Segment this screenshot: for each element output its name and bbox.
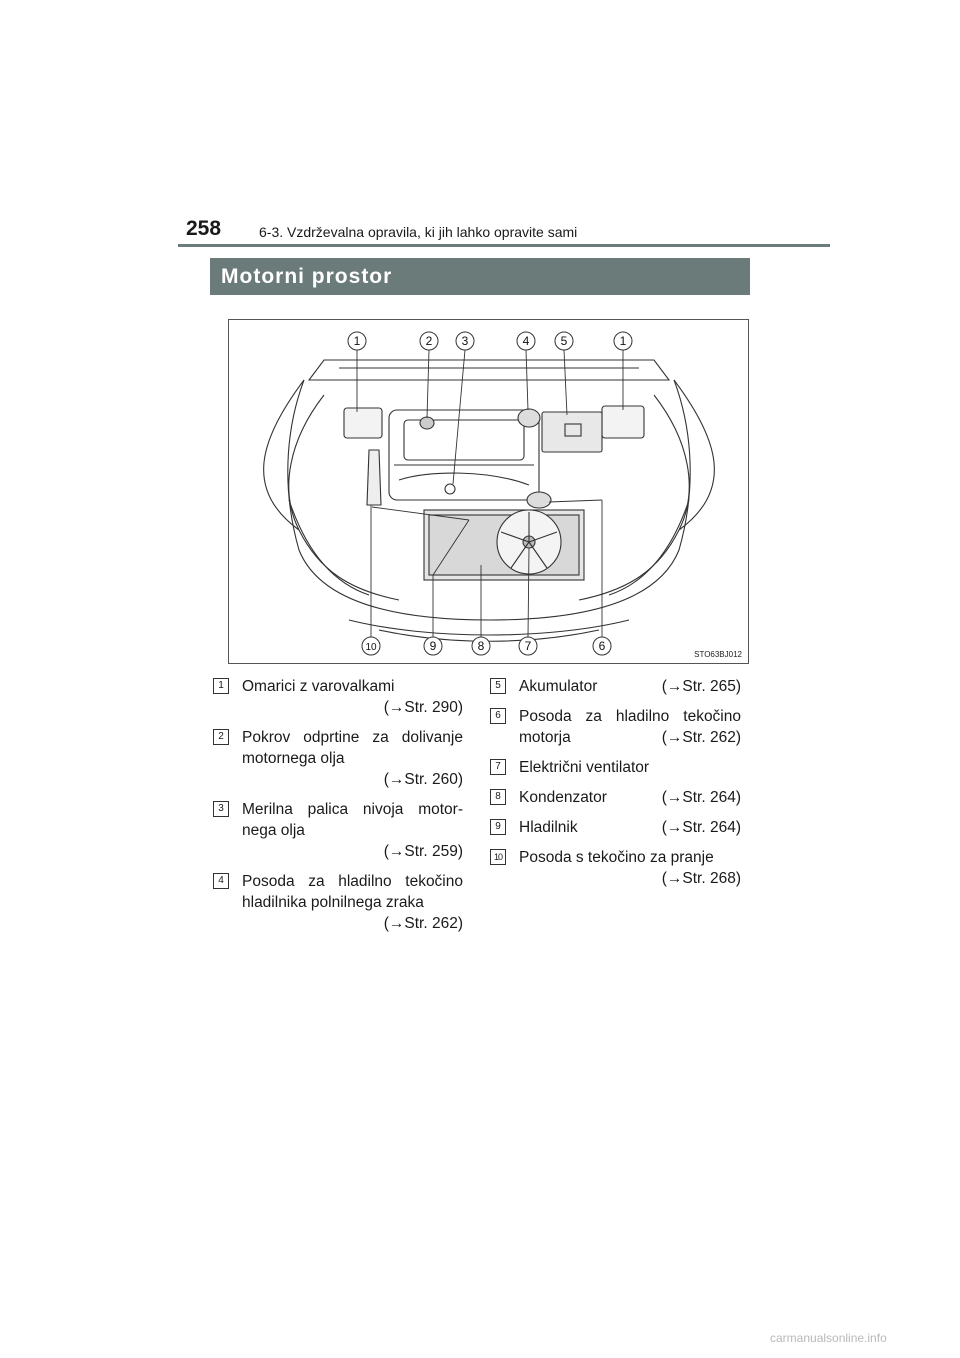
callout-top-1b: 1	[620, 334, 627, 348]
legend-item-4: 4 Posoda za hladilno tekočino hladilnika…	[213, 871, 463, 934]
legend-item-9: 9 Hladilnik (→Str. 264)	[490, 817, 741, 838]
legend-number: 6	[490, 708, 506, 724]
legend-item-7: 7 Električni ventilator	[490, 757, 741, 778]
engine-illustration: 1 2 3 4 5 1 10 9 8 7 6	[263, 331, 715, 656]
callout-top-4: 4	[523, 334, 530, 348]
callout-bottom-10: 10	[365, 642, 377, 653]
callout-top-5: 5	[561, 334, 568, 348]
legend-number: 8	[490, 789, 506, 805]
page-reference: (→Str. 260)	[383, 771, 463, 788]
figure-code: STO63BJ012	[694, 650, 742, 659]
legend-label: Električni ventilator	[519, 759, 650, 776]
legend-number: 2	[213, 729, 229, 745]
legend-number: 7	[490, 759, 506, 775]
callout-top-2: 2	[426, 334, 433, 348]
legend-label: Posoda za hladilno tekočino hladilnika p…	[242, 873, 463, 911]
running-head: 6-3. Vzdrževalna opravila, ki jih lahko …	[259, 224, 578, 240]
page-reference: (→Str. 262)	[661, 729, 741, 746]
callout-bottom-8: 8	[478, 639, 485, 653]
legend-item-8: 8 Kondenzator (→Str. 264)	[490, 787, 741, 808]
watermark: carmanualsonline.info	[770, 1331, 887, 1345]
legend-number: 5	[490, 678, 506, 694]
legend-item-3: 3 Merilna palica nivoja motor- nega olja…	[213, 799, 463, 862]
header-rule	[178, 244, 830, 247]
page-reference: (→Str. 268)	[661, 870, 741, 887]
legend-left-column: 1 Omarici z varovalkami (→Str. 290) 2 Po…	[213, 676, 463, 943]
legend-right-column: 5 Akumulator (→Str. 265) 6 Posoda za hla…	[490, 676, 741, 898]
page-reference: (→Str. 290)	[383, 699, 463, 716]
legend-number: 3	[213, 801, 229, 817]
callout-top-1: 1	[354, 334, 361, 348]
page-reference: (→Str. 264)	[661, 789, 741, 806]
legend-number: 4	[213, 873, 229, 889]
legend-label: Merilna palica nivoja motor- nega olja	[242, 801, 463, 839]
page-number: 258	[186, 217, 222, 240]
callout-bottom-6: 6	[599, 639, 606, 653]
page-reference: (→Str. 265)	[661, 678, 741, 695]
callout-top-3: 3	[462, 334, 469, 348]
legend-number: 9	[490, 819, 506, 835]
legend-label: Posoda s tekočino za pranje	[519, 849, 714, 866]
legend-label: Hladilnik	[519, 819, 578, 836]
page-reference: (→Str. 262)	[383, 915, 463, 932]
legend-label: Posoda za hladilno tekočino motorja	[519, 708, 741, 746]
callout-bottom-9: 9	[430, 639, 437, 653]
legend-number: 1	[213, 678, 229, 694]
legend-item-1: 1 Omarici z varovalkami (→Str. 290)	[213, 676, 463, 718]
page-reference: (→Str. 259)	[383, 843, 463, 860]
legend-item-10: 10 Posoda s tekočino za pranje (→Str. 26…	[490, 847, 741, 889]
page-reference: (→Str. 264)	[661, 819, 741, 836]
legend-item-6: 6 Posoda za hladilno tekočino motorja (→…	[490, 706, 741, 748]
callout-bottom-7: 7	[525, 639, 532, 653]
engine-compartment-figure: 1 2 3 4 5 1 10 9 8 7 6 STO63BJ012	[228, 319, 749, 664]
legend-item-5: 5 Akumulator (→Str. 265)	[490, 676, 741, 697]
legend-label: Kondenzator	[519, 789, 607, 806]
legend-label: Pokrov odprtine za dolivanje motornega o…	[242, 729, 463, 767]
section-title: Motorni prostor	[210, 258, 750, 295]
legend-label: Omarici z varovalkami	[242, 678, 395, 695]
legend-number: 10	[490, 849, 506, 865]
legend-label: Akumulator	[519, 678, 598, 695]
legend-item-2: 2 Pokrov odprtine za dolivanje motornega…	[213, 727, 463, 790]
